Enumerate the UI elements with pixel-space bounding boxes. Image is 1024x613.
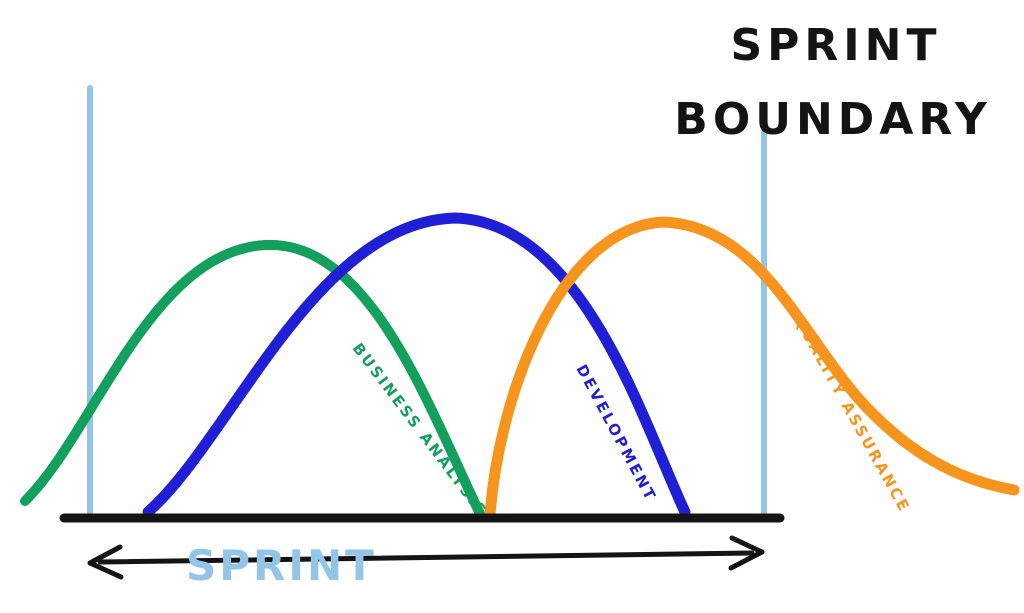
- sprint-boundary-title-line2: BOUNDARY: [674, 94, 991, 145]
- sprint-arrow-right-head: [728, 535, 765, 571]
- business-analysis-label: BUSINESS ANALYSIS: [349, 340, 491, 521]
- development-curve: [142, 212, 691, 518]
- sprint-arrow-shaft: [97, 550, 755, 565]
- quality-assurance-curve: [484, 216, 1020, 522]
- sprint-duration-arrow: [87, 535, 765, 580]
- sprint-arrow-left-head: [87, 544, 124, 580]
- sprint-timeline-label: SPRINT: [186, 541, 377, 590]
- quality-assurance-label: QUALITY ASSURANCE: [791, 313, 914, 516]
- business-analysis-curve: [20, 239, 486, 521]
- sprint-boundary-title-line1: SPRINT: [730, 20, 941, 71]
